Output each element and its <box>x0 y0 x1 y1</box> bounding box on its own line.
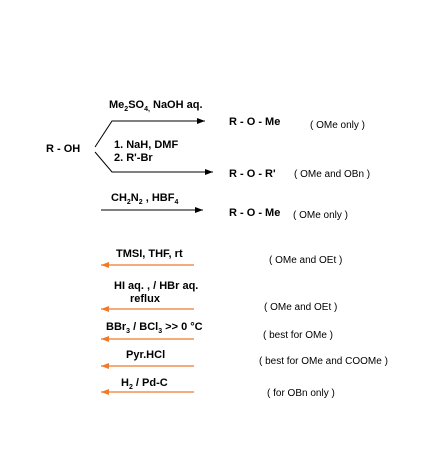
reagent-protect-2b: 2. R'-Br <box>114 152 153 164</box>
reagent-deprotect-2a: HI aq. , / HBr aq. <box>114 280 198 292</box>
reagent-deprotect-3: BBr3 / BCl3 >> 0 °C <box>106 321 203 335</box>
note-protect-2: ( OMe and OBn ) <box>294 169 370 180</box>
note-deprotect-4: ( best for OMe and COOMe ) <box>259 356 388 367</box>
note-protect-1: ( OMe only ) <box>310 120 365 131</box>
arrow-protect-1 <box>94 118 205 148</box>
reagent-protect-3: CH2N2 , HBF4 <box>111 192 178 206</box>
reagent-deprotect-2b: reflux <box>130 293 161 305</box>
note-protect-3: ( OMe only ) <box>293 210 348 221</box>
note-deprotect-5: ( for OBn only ) <box>267 388 335 399</box>
reagent-deprotect-1: TMSI, THF, rt <box>116 248 183 260</box>
note-deprotect-2: ( OMe and OEt ) <box>264 302 337 313</box>
product-2: R - O - R' <box>229 168 276 180</box>
note-deprotect-3: ( best for OMe ) <box>263 330 333 341</box>
reagent-deprotect-5: H2 / Pd-C <box>121 377 168 391</box>
reagent-protect-1: Me2SO4, NaOH aq. <box>109 99 203 113</box>
reagent-protect-2a: 1. NaH, DMF <box>114 139 178 151</box>
product-1: R - O - Me <box>229 116 280 128</box>
arrow-protect-2 <box>94 151 213 175</box>
note-deprotect-1: ( OMe and OEt ) <box>269 255 342 266</box>
product-3: R - O - Me <box>229 207 280 219</box>
reagent-deprotect-4: Pyr.HCl <box>126 349 165 361</box>
start-label: R - OH <box>46 143 80 155</box>
